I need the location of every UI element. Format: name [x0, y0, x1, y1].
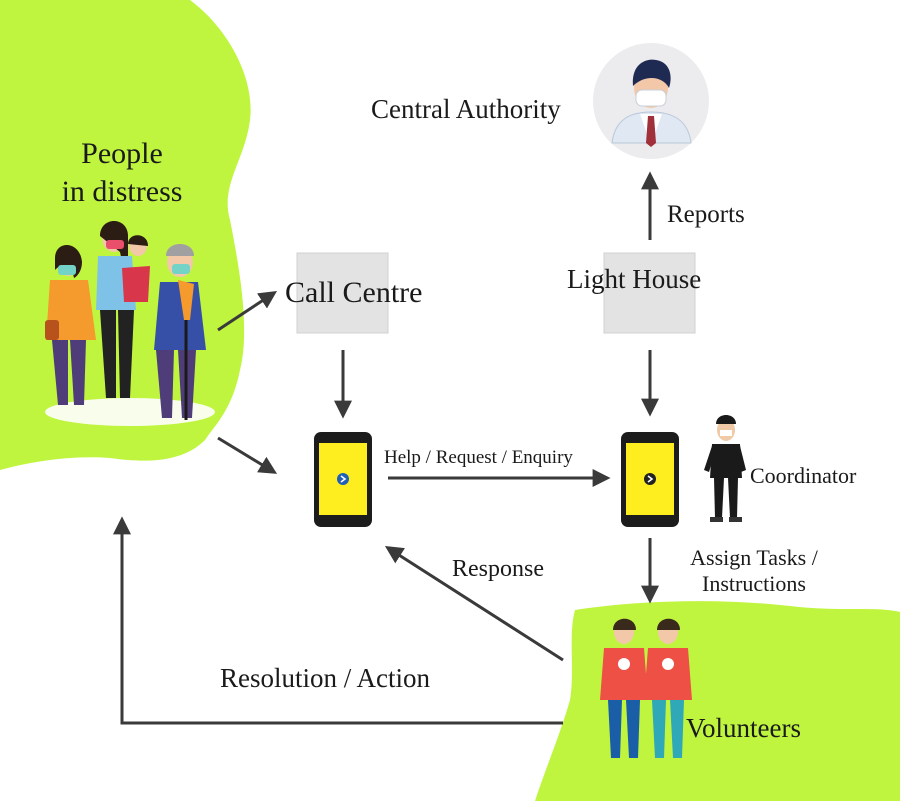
call-centre-box	[296, 252, 389, 334]
arrow-people-to-phone	[217, 436, 278, 474]
coordinator-figure	[704, 415, 746, 522]
assign-tasks-label: Assign Tasks / Instructions	[690, 545, 818, 597]
light-house-label: Light House	[567, 264, 702, 294]
response-label: Response	[452, 556, 544, 582]
volunteers-illustration	[600, 618, 692, 758]
call-centre-phone	[314, 432, 372, 527]
coordinator-phone	[621, 432, 679, 527]
reports-label: Reports	[667, 201, 745, 228]
arrow-people-to-call-centre	[217, 291, 278, 332]
arrow-response	[384, 546, 564, 662]
people-group-illustration	[45, 221, 215, 426]
people-in-distress-title: People in distress	[61, 137, 183, 208]
arrow-resolution	[113, 516, 563, 725]
light-house-box	[603, 252, 696, 334]
help-request-label: Help / Request / Enquiry	[384, 447, 573, 468]
call-centre-label: Call Centre	[285, 276, 423, 309]
volunteers-background-blob	[535, 601, 900, 801]
volunteers-label: Volunteers	[686, 713, 801, 743]
coordinator-label: Coordinator	[750, 463, 857, 488]
central-authority-avatar	[593, 43, 709, 159]
resolution-label: Resolution / Action	[220, 663, 431, 693]
central-authority-label: Central Authority	[371, 94, 561, 124]
